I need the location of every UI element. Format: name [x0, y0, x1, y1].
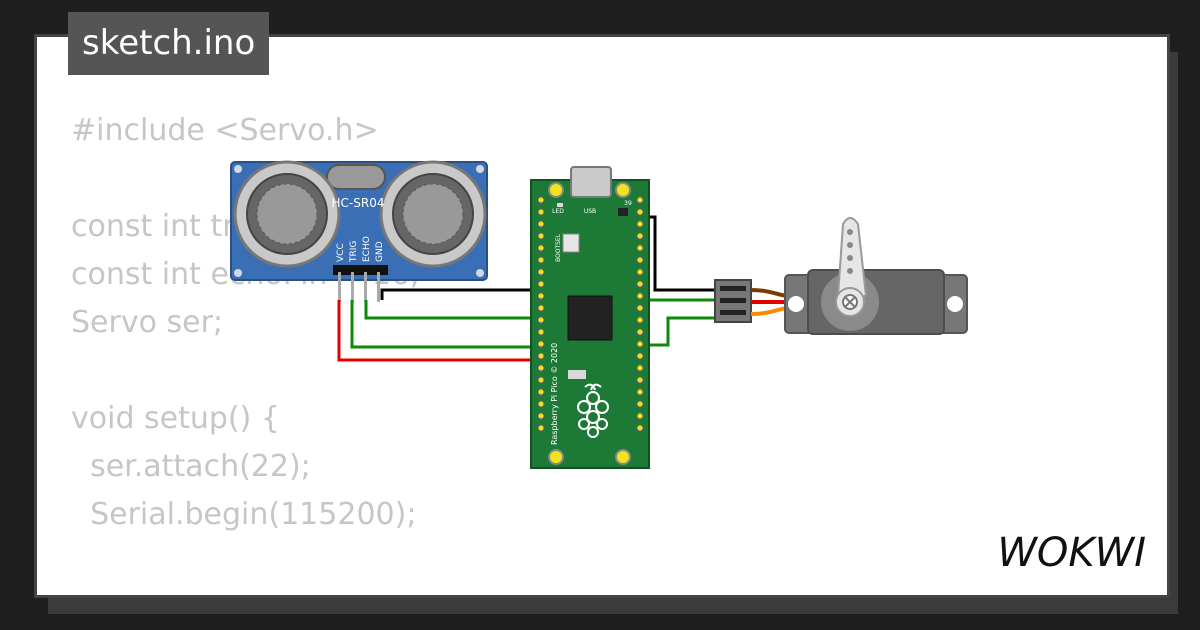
wokwi-logo-text: WOKWI: [997, 530, 1146, 576]
sensor-model-label: HC-SR04: [332, 196, 385, 210]
code-line: void setup() {: [71, 401, 280, 436]
code-line: #include <Servo.h>: [71, 113, 379, 148]
raspberry-pi-logo-icon: [577, 383, 609, 438]
code-line: pinMode(trigPin, OUTPUT);: [71, 587, 489, 595]
servo-motor[interactable]: [714, 217, 968, 335]
board-pin39-label: 39: [624, 200, 632, 207]
pin-label-vcc: VCC: [336, 243, 346, 262]
transducer-right: [379, 160, 487, 268]
usb-port: [570, 166, 612, 198]
raspberry-pi-pico-board[interactable]: LED USB 39 BOOTSEL Raspberry Pi Pico © 2…: [530, 166, 650, 469]
servo-screw-icon: [842, 294, 858, 310]
file-tab[interactable]: sketch.ino: [68, 12, 270, 75]
board-led-label: LED: [552, 208, 564, 215]
wire-trig: [350, 300, 542, 349]
wire-echo: [364, 300, 542, 320]
pin-row-right: [636, 196, 644, 432]
transducer-left: [233, 160, 341, 268]
board-name-label: Raspberry Pi Pico © 2020: [550, 343, 559, 445]
board-usb-label: USB: [584, 208, 596, 215]
pin-label-echo: ECHO: [362, 236, 372, 262]
wire-gnd: [380, 288, 542, 300]
code-line: ser.attach(22);: [71, 449, 311, 484]
board-bootsel-label: BOOTSEL: [555, 233, 562, 262]
rp2040-chip: [567, 295, 613, 341]
pin-label-gnd: GND: [375, 241, 385, 262]
pin-row-left: [537, 196, 545, 432]
pin-label-trig: TRIG: [349, 241, 359, 263]
bootsel-button[interactable]: [562, 233, 580, 253]
code-line: Servo ser;: [71, 305, 224, 340]
code-line: Serial.begin(115200);: [71, 497, 417, 532]
ultrasonic-sensor[interactable]: HC-SR04 VCC TRIG ECHO GND: [230, 160, 488, 302]
wire-servo-signal: [638, 316, 718, 347]
